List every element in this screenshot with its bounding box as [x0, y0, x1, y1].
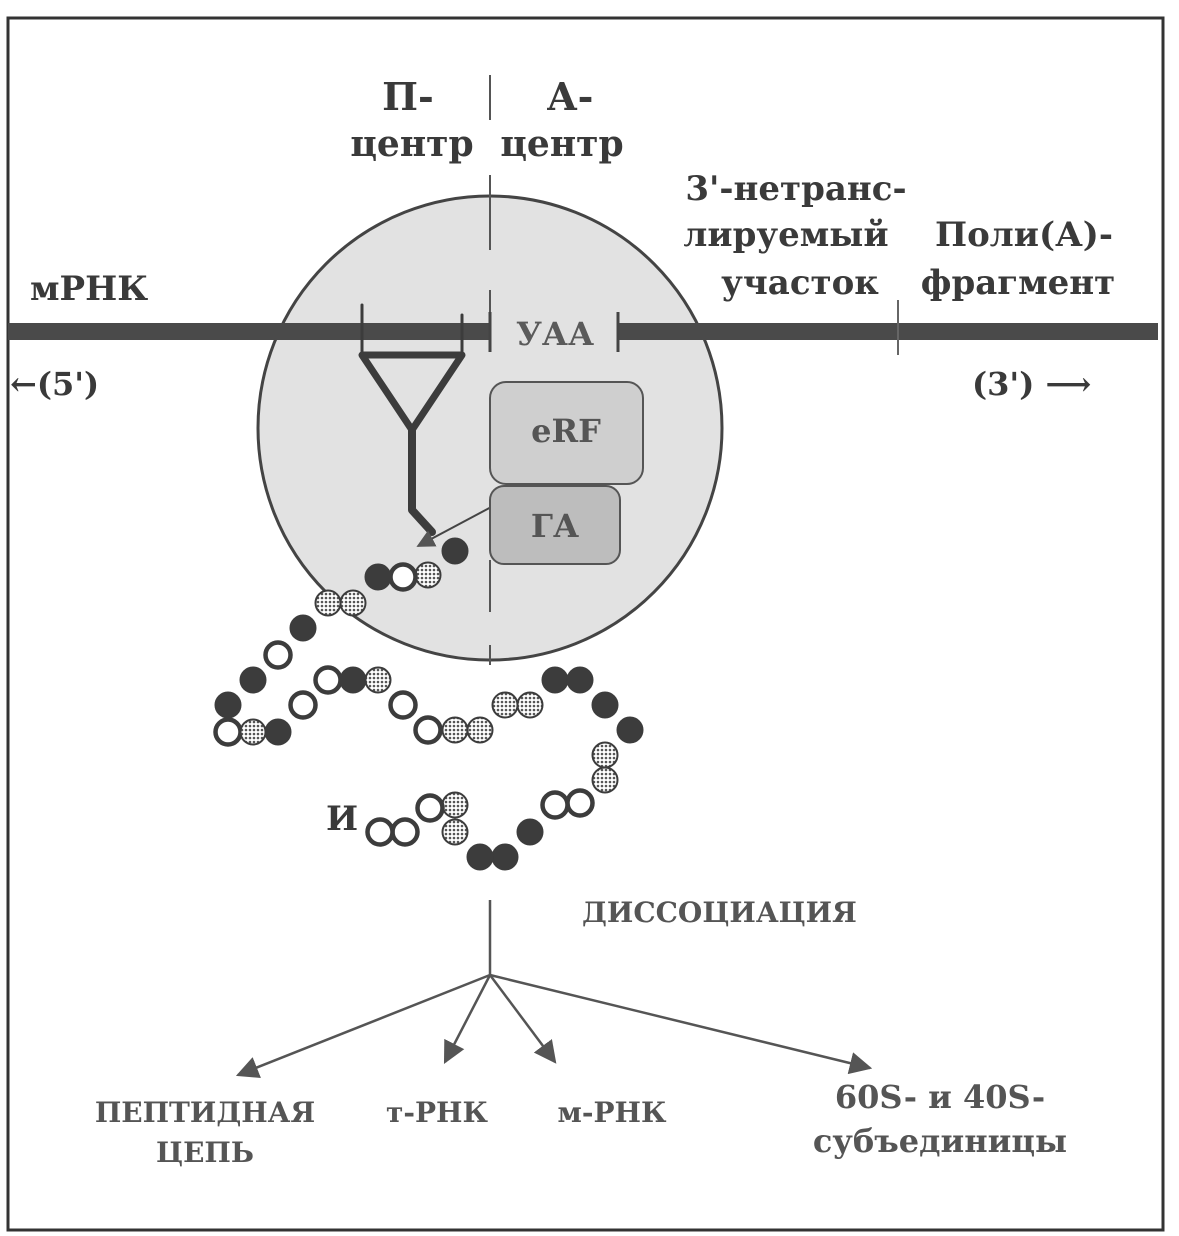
amino-acid-bead-dark [541, 666, 569, 694]
amino-acid-bead-dotted [339, 589, 367, 617]
product-peptide-label-2: ЦЕПЬ [156, 1136, 254, 1169]
product-peptide-label-1: ПЕПТИДНАЯ [95, 1096, 315, 1129]
amino-acid-bead-dark [516, 818, 544, 846]
amino-acid-bead-dark [616, 716, 644, 744]
amino-acid-bead-light [390, 817, 420, 847]
amino-acid-bead-dotted [239, 718, 267, 746]
amino-acid-bead-dotted [314, 589, 342, 617]
amino-acid-bead-dotted [441, 716, 469, 744]
amino-acid-bead-dark [491, 843, 519, 871]
amino-acid-bead-light [540, 790, 570, 820]
three-prime-label: (3') ⟶ [972, 365, 1091, 403]
outer-frame [6, 16, 1165, 1232]
amino-acid-bead-dark [339, 666, 367, 694]
amino-acid-bead-dark [591, 691, 619, 719]
amino-acid-bead-dotted [491, 691, 519, 719]
product-subunits-label-2: субъединицы [813, 1122, 1067, 1160]
p-site-label-2: центр [350, 123, 473, 165]
product-mrna-label: м-РНК [558, 1096, 667, 1129]
amino-acid-bead-dark [566, 666, 594, 694]
mrna-strand [8, 300, 1158, 355]
amino-acid-bead-dark [214, 691, 242, 719]
amino-acid-bead-dark [239, 666, 267, 694]
mrna-label: мРНК [30, 269, 148, 309]
amino-acid-bead-dotted [516, 691, 544, 719]
amino-acid-bead-dark [441, 537, 469, 565]
polypeptide-chain [213, 537, 644, 871]
amino-acid-bead-dotted [591, 766, 619, 794]
p-site-label-1: П- [382, 74, 434, 119]
utr-label-3: участок [721, 263, 879, 303]
amino-acid-bead-light [263, 640, 293, 670]
product-trna-label: т-РНК [386, 1096, 488, 1129]
amino-acid-bead-dotted [414, 561, 442, 589]
product-subunits-label-1: 60S- и 40S- [835, 1078, 1045, 1116]
erf-box [489, 381, 644, 485]
amino-acid-bead-light [213, 717, 243, 747]
polya-label-1: Поли(А)- [935, 215, 1113, 255]
amino-acid-bead-light [288, 690, 318, 720]
utr-label-2: лируемый [683, 215, 888, 255]
a-site-label-2: центр [500, 123, 623, 165]
ga-box [489, 485, 621, 565]
amino-acid-bead-dark [466, 843, 494, 871]
ga-label: ГА [531, 507, 579, 545]
amino-acid-bead-dotted [466, 716, 494, 744]
amino-acid-bead-light [313, 665, 343, 695]
amino-acid-bead-dotted [441, 791, 469, 819]
amino-acid-bead-light [365, 817, 395, 847]
five-prime-label: ←(5') [10, 365, 99, 403]
start-marker-label: И [326, 799, 358, 839]
amino-acid-bead-light [413, 715, 443, 745]
dissociation-label: ДИССОЦИАЦИЯ [582, 896, 857, 929]
peptidyl-transfer-arrow [416, 504, 496, 547]
amino-acid-bead-light [388, 562, 418, 592]
amino-acid-bead-light [415, 793, 445, 823]
amino-acid-bead-dotted [441, 818, 469, 846]
dissociation-arrows [235, 900, 873, 1078]
amino-acid-bead-light [565, 788, 595, 818]
polya-label-2: фрагмент [921, 263, 1115, 303]
trna [358, 303, 466, 536]
amino-acid-bead-dotted [591, 741, 619, 769]
amino-acid-bead-dark [364, 563, 392, 591]
utr-label-1: 3'-нетранс- [685, 169, 906, 209]
a-site-label-1: А- [547, 74, 594, 119]
stop-codon-label: УАА [516, 315, 594, 353]
amino-acid-bead-dotted [364, 666, 392, 694]
amino-acid-bead-dark [264, 718, 292, 746]
erf-label: eRF [531, 412, 601, 450]
amino-acid-bead-dark [289, 614, 317, 642]
amino-acid-bead-light [388, 690, 418, 720]
